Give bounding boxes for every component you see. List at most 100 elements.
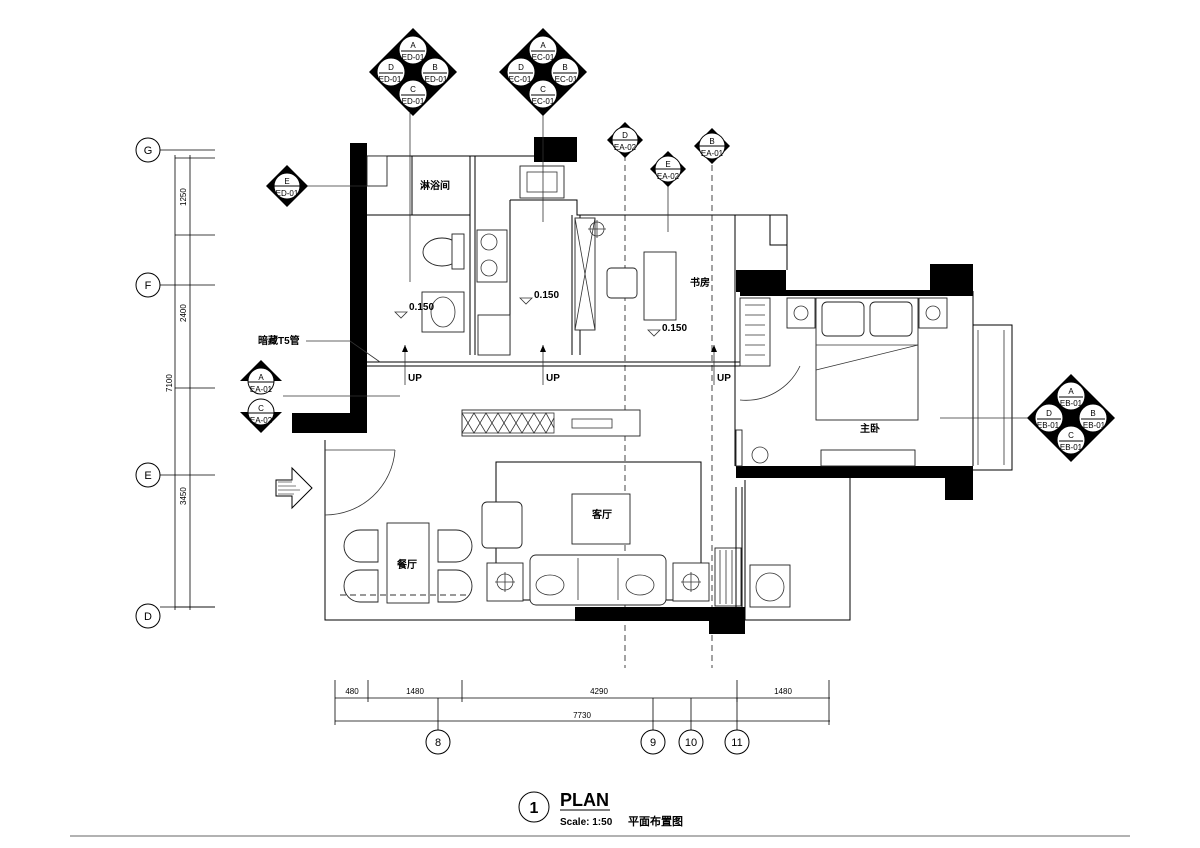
axis-e: E bbox=[144, 470, 151, 482]
single-a-left-ref: EA-01 bbox=[250, 385, 273, 394]
elevation-symbol-e-study: E EA-02 bbox=[650, 151, 686, 187]
room-outlines bbox=[324, 155, 1013, 621]
bottom-dimension-chain: 480 1480 4290 1480 7730 bbox=[334, 680, 830, 730]
axis-f: F bbox=[145, 280, 152, 292]
coffee-table bbox=[571, 493, 631, 545]
ed-b-ref: ED-01 bbox=[425, 75, 448, 84]
axis-8: 8 bbox=[435, 737, 441, 749]
washing-machine bbox=[749, 564, 791, 608]
up-label-3: UP bbox=[717, 373, 731, 384]
single-d-ref: EA-02 bbox=[614, 143, 637, 152]
room-label-dining-room: 餐厅 bbox=[396, 558, 417, 571]
wash-basin bbox=[421, 291, 465, 333]
single-b-ref: EA-01 bbox=[701, 149, 724, 158]
elevation-symbol-e-shower: E ED-01 bbox=[266, 165, 308, 207]
room-label-study: 书房 bbox=[690, 276, 710, 289]
eb-d-ref: EB-01 bbox=[1037, 421, 1060, 430]
entrance-arrow-icon bbox=[275, 466, 313, 510]
ec-d-ref: EC-01 bbox=[509, 75, 532, 84]
left-dimension-chain: 1250 2400 3450 7100 bbox=[160, 149, 215, 610]
single-c-left-letter: C bbox=[258, 404, 264, 413]
eb-c: C bbox=[1068, 431, 1074, 440]
sofa bbox=[529, 554, 667, 606]
up-label-1: UP bbox=[408, 373, 422, 384]
ec-a-ref: EC-01 bbox=[532, 53, 555, 62]
ed-a: A bbox=[410, 41, 416, 50]
title-block: 1 PLAN Scale: 1:50 平面布置图 bbox=[518, 790, 683, 828]
level-markers: 0.150 0.150 0.150 bbox=[394, 290, 687, 337]
elevation-symbol-d: D EA-02 bbox=[607, 122, 643, 158]
level-mark-1: 0.150 bbox=[409, 302, 434, 313]
ed-c: C bbox=[410, 85, 416, 94]
dim-left-1: 1250 bbox=[179, 188, 188, 206]
eb-b-ref: EB-01 bbox=[1083, 421, 1106, 430]
dim-bottom-3: 4290 bbox=[590, 687, 608, 696]
ec-a: A bbox=[540, 41, 546, 50]
dim-bottom-total: 7730 bbox=[573, 711, 591, 720]
ed-d: D bbox=[388, 63, 394, 72]
room-label-shower: 淋浴间 bbox=[420, 179, 450, 192]
eb-b: B bbox=[1090, 409, 1095, 418]
dim-bottom-1: 480 bbox=[345, 687, 359, 696]
ec-c-ref: EC-01 bbox=[532, 97, 555, 106]
drawing-scale: Scale: 1:50 bbox=[560, 817, 613, 828]
single-a-left-letter: A bbox=[258, 373, 264, 382]
hidden-light-label: 暗藏T5管 bbox=[258, 334, 300, 347]
ec-b-ref: EC-01 bbox=[555, 75, 578, 84]
eb-d: D bbox=[1046, 409, 1052, 418]
elevation-symbol-eb: A EB-01 D EB-01 B EB-01 C EB-01 bbox=[1027, 374, 1115, 462]
dim-left-3: 3450 bbox=[179, 487, 188, 505]
axis-11: 11 bbox=[731, 737, 742, 749]
kitchen-sink bbox=[519, 165, 565, 199]
ec-b: B bbox=[562, 63, 567, 72]
wardrobe bbox=[739, 297, 771, 367]
single-c-left-ref: EA-02 bbox=[250, 416, 273, 425]
single-e-shower-letter: E bbox=[284, 177, 289, 186]
study-chair bbox=[606, 267, 638, 299]
drawing-subtitle: 平面布置图 bbox=[628, 814, 683, 828]
dim-left-total: 7100 bbox=[165, 374, 174, 392]
axis-10: 10 bbox=[685, 737, 697, 749]
ec-c: C bbox=[540, 85, 546, 94]
single-d-letter: D bbox=[622, 131, 628, 140]
single-e-study-letter: E bbox=[665, 160, 670, 169]
axis-bubbles-bottom: 8 9 10 11 bbox=[425, 729, 750, 755]
leader-lines bbox=[283, 113, 1030, 419]
axis-g: G bbox=[144, 145, 153, 157]
ed-d-ref: ED-01 bbox=[379, 75, 402, 84]
eb-c-ref: EB-01 bbox=[1060, 443, 1083, 452]
structural-walls bbox=[292, 137, 973, 634]
single-b-letter: B bbox=[709, 137, 714, 146]
ec-d: D bbox=[518, 63, 524, 72]
axis-bubbles-left: G F E D bbox=[135, 137, 161, 629]
dining-table bbox=[386, 522, 430, 604]
elevation-symbol-c-left: C EA-02 bbox=[240, 398, 282, 433]
room-label-living-room: 客厅 bbox=[591, 508, 612, 521]
elevation-symbol-b: B EA-01 bbox=[694, 128, 730, 164]
ed-b: B bbox=[432, 63, 437, 72]
single-e-study-ref: EA-02 bbox=[657, 172, 680, 181]
up-label-2: UP bbox=[546, 373, 560, 384]
room-label-master-bedroom: 主卧 bbox=[860, 422, 880, 435]
step-up-markers: UP UP UP bbox=[402, 345, 731, 385]
eb-a: A bbox=[1068, 387, 1074, 396]
ed-a-ref: ED-01 bbox=[402, 53, 425, 62]
furniture bbox=[324, 165, 979, 608]
axis-d: D bbox=[144, 611, 152, 623]
dim-bottom-4: 1480 bbox=[774, 687, 792, 696]
eb-a-ref: EB-01 bbox=[1060, 399, 1083, 408]
hidden-light-note: 暗藏T5管 bbox=[258, 334, 381, 363]
drawing-number: 1 bbox=[530, 800, 539, 817]
study-desk bbox=[643, 251, 677, 321]
level-mark-2: 0.150 bbox=[534, 290, 559, 301]
single-e-shower-ref: ED-01 bbox=[276, 189, 299, 198]
elevation-symbol-a-left: A EA-01 bbox=[240, 360, 282, 395]
elevation-symbol-ed: A ED-01 D ED-01 B ED-01 C ED-01 bbox=[369, 28, 457, 116]
ed-c-ref: ED-01 bbox=[402, 97, 425, 106]
drawing-title: PLAN bbox=[560, 790, 609, 810]
elevation-symbol-ec: A EC-01 D EC-01 B EC-01 C EC-01 bbox=[499, 28, 587, 116]
dim-bottom-2: 1480 bbox=[406, 687, 424, 696]
axis-9: 9 bbox=[650, 737, 656, 749]
dim-left-2: 2400 bbox=[179, 304, 188, 322]
